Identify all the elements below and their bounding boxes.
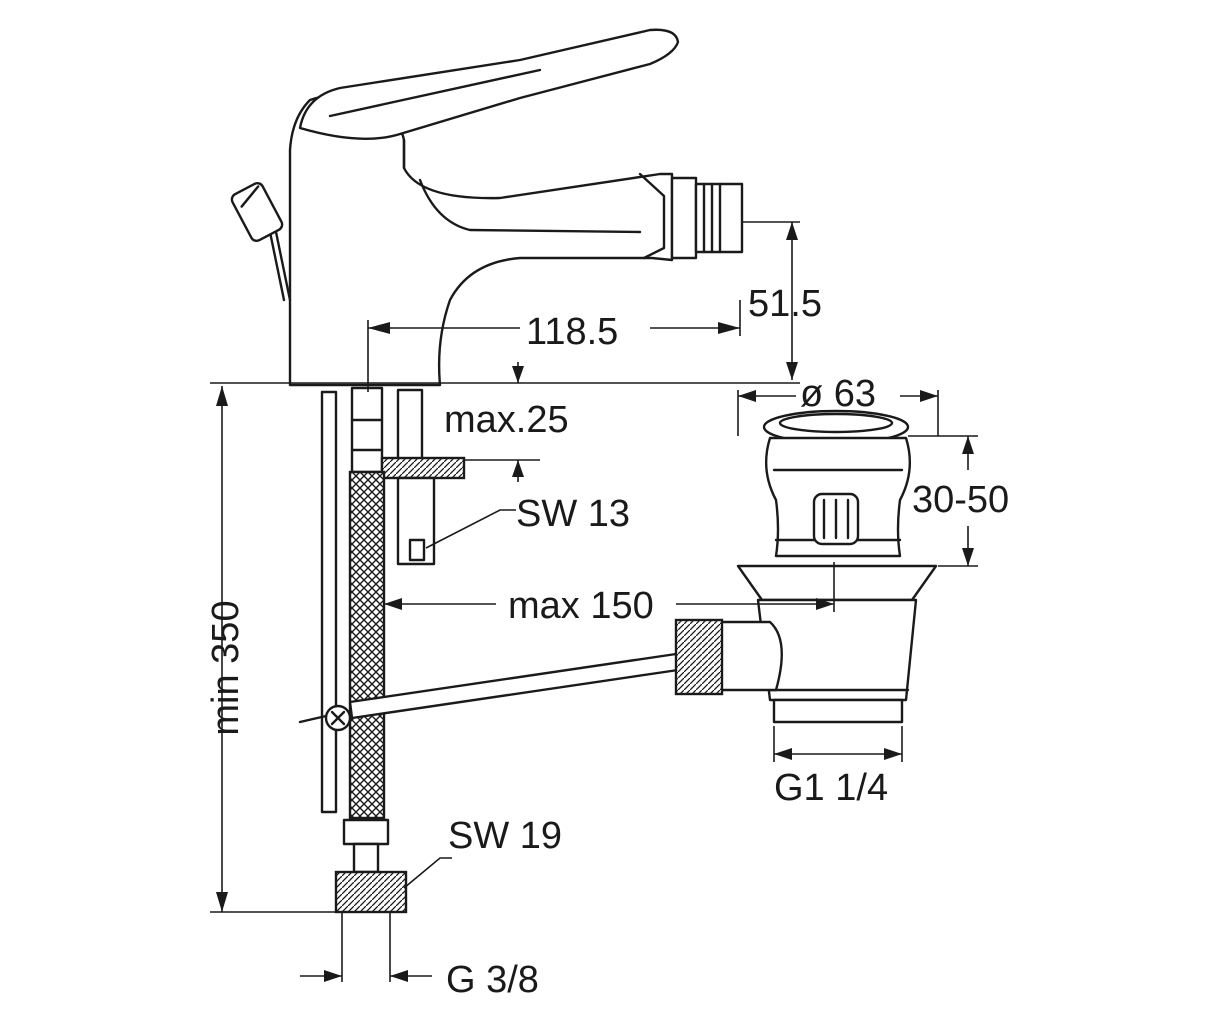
supply-stem	[350, 386, 384, 474]
waste-assembly	[674, 409, 938, 724]
outlet-ring	[670, 176, 698, 260]
fixing-nut	[380, 456, 466, 480]
dim-supply-length: min 350	[205, 600, 247, 735]
supply-assembly	[298, 386, 680, 914]
dimension-lines	[210, 221, 978, 982]
waste-flange	[736, 564, 938, 602]
dim-reach: 118.5	[526, 311, 618, 353]
mixer-tap	[210, 28, 800, 387]
clamp-screw	[298, 714, 328, 724]
stud-tip	[408, 538, 426, 562]
braided-hose	[348, 470, 386, 820]
dim-supply-thread: G 3/8	[446, 959, 539, 1001]
fixing-stud	[396, 388, 424, 472]
fixing-sleeve	[396, 476, 436, 566]
pivot-nut	[674, 618, 724, 696]
popup-rod	[274, 230, 292, 302]
popup-knob	[230, 181, 284, 243]
hose-ferrule	[342, 818, 390, 846]
dim-waste-thread: G1 1/4	[774, 767, 888, 809]
lever-edge	[328, 68, 542, 118]
dim-deck-thickness: max.25	[444, 399, 569, 441]
dim-waste-height: 30-50	[912, 479, 1009, 521]
dim-height-outlet: 51.5	[748, 283, 822, 325]
dim-nut-small: SW 13	[516, 493, 630, 535]
dim-waste-diameter: ø 63	[800, 373, 876, 415]
dim-spacing: max 150	[508, 585, 654, 627]
pivot-housing	[718, 620, 783, 692]
waste-tail	[772, 698, 904, 724]
lever-handle	[298, 28, 680, 140]
linkage-rod	[348, 652, 680, 720]
hose-nut	[334, 870, 408, 914]
hose-neck	[352, 842, 380, 874]
spout-line	[418, 178, 642, 234]
dim-nut-large: SW 19	[448, 815, 562, 857]
spout-facet	[638, 172, 666, 260]
popup-pull-rod	[320, 390, 338, 814]
